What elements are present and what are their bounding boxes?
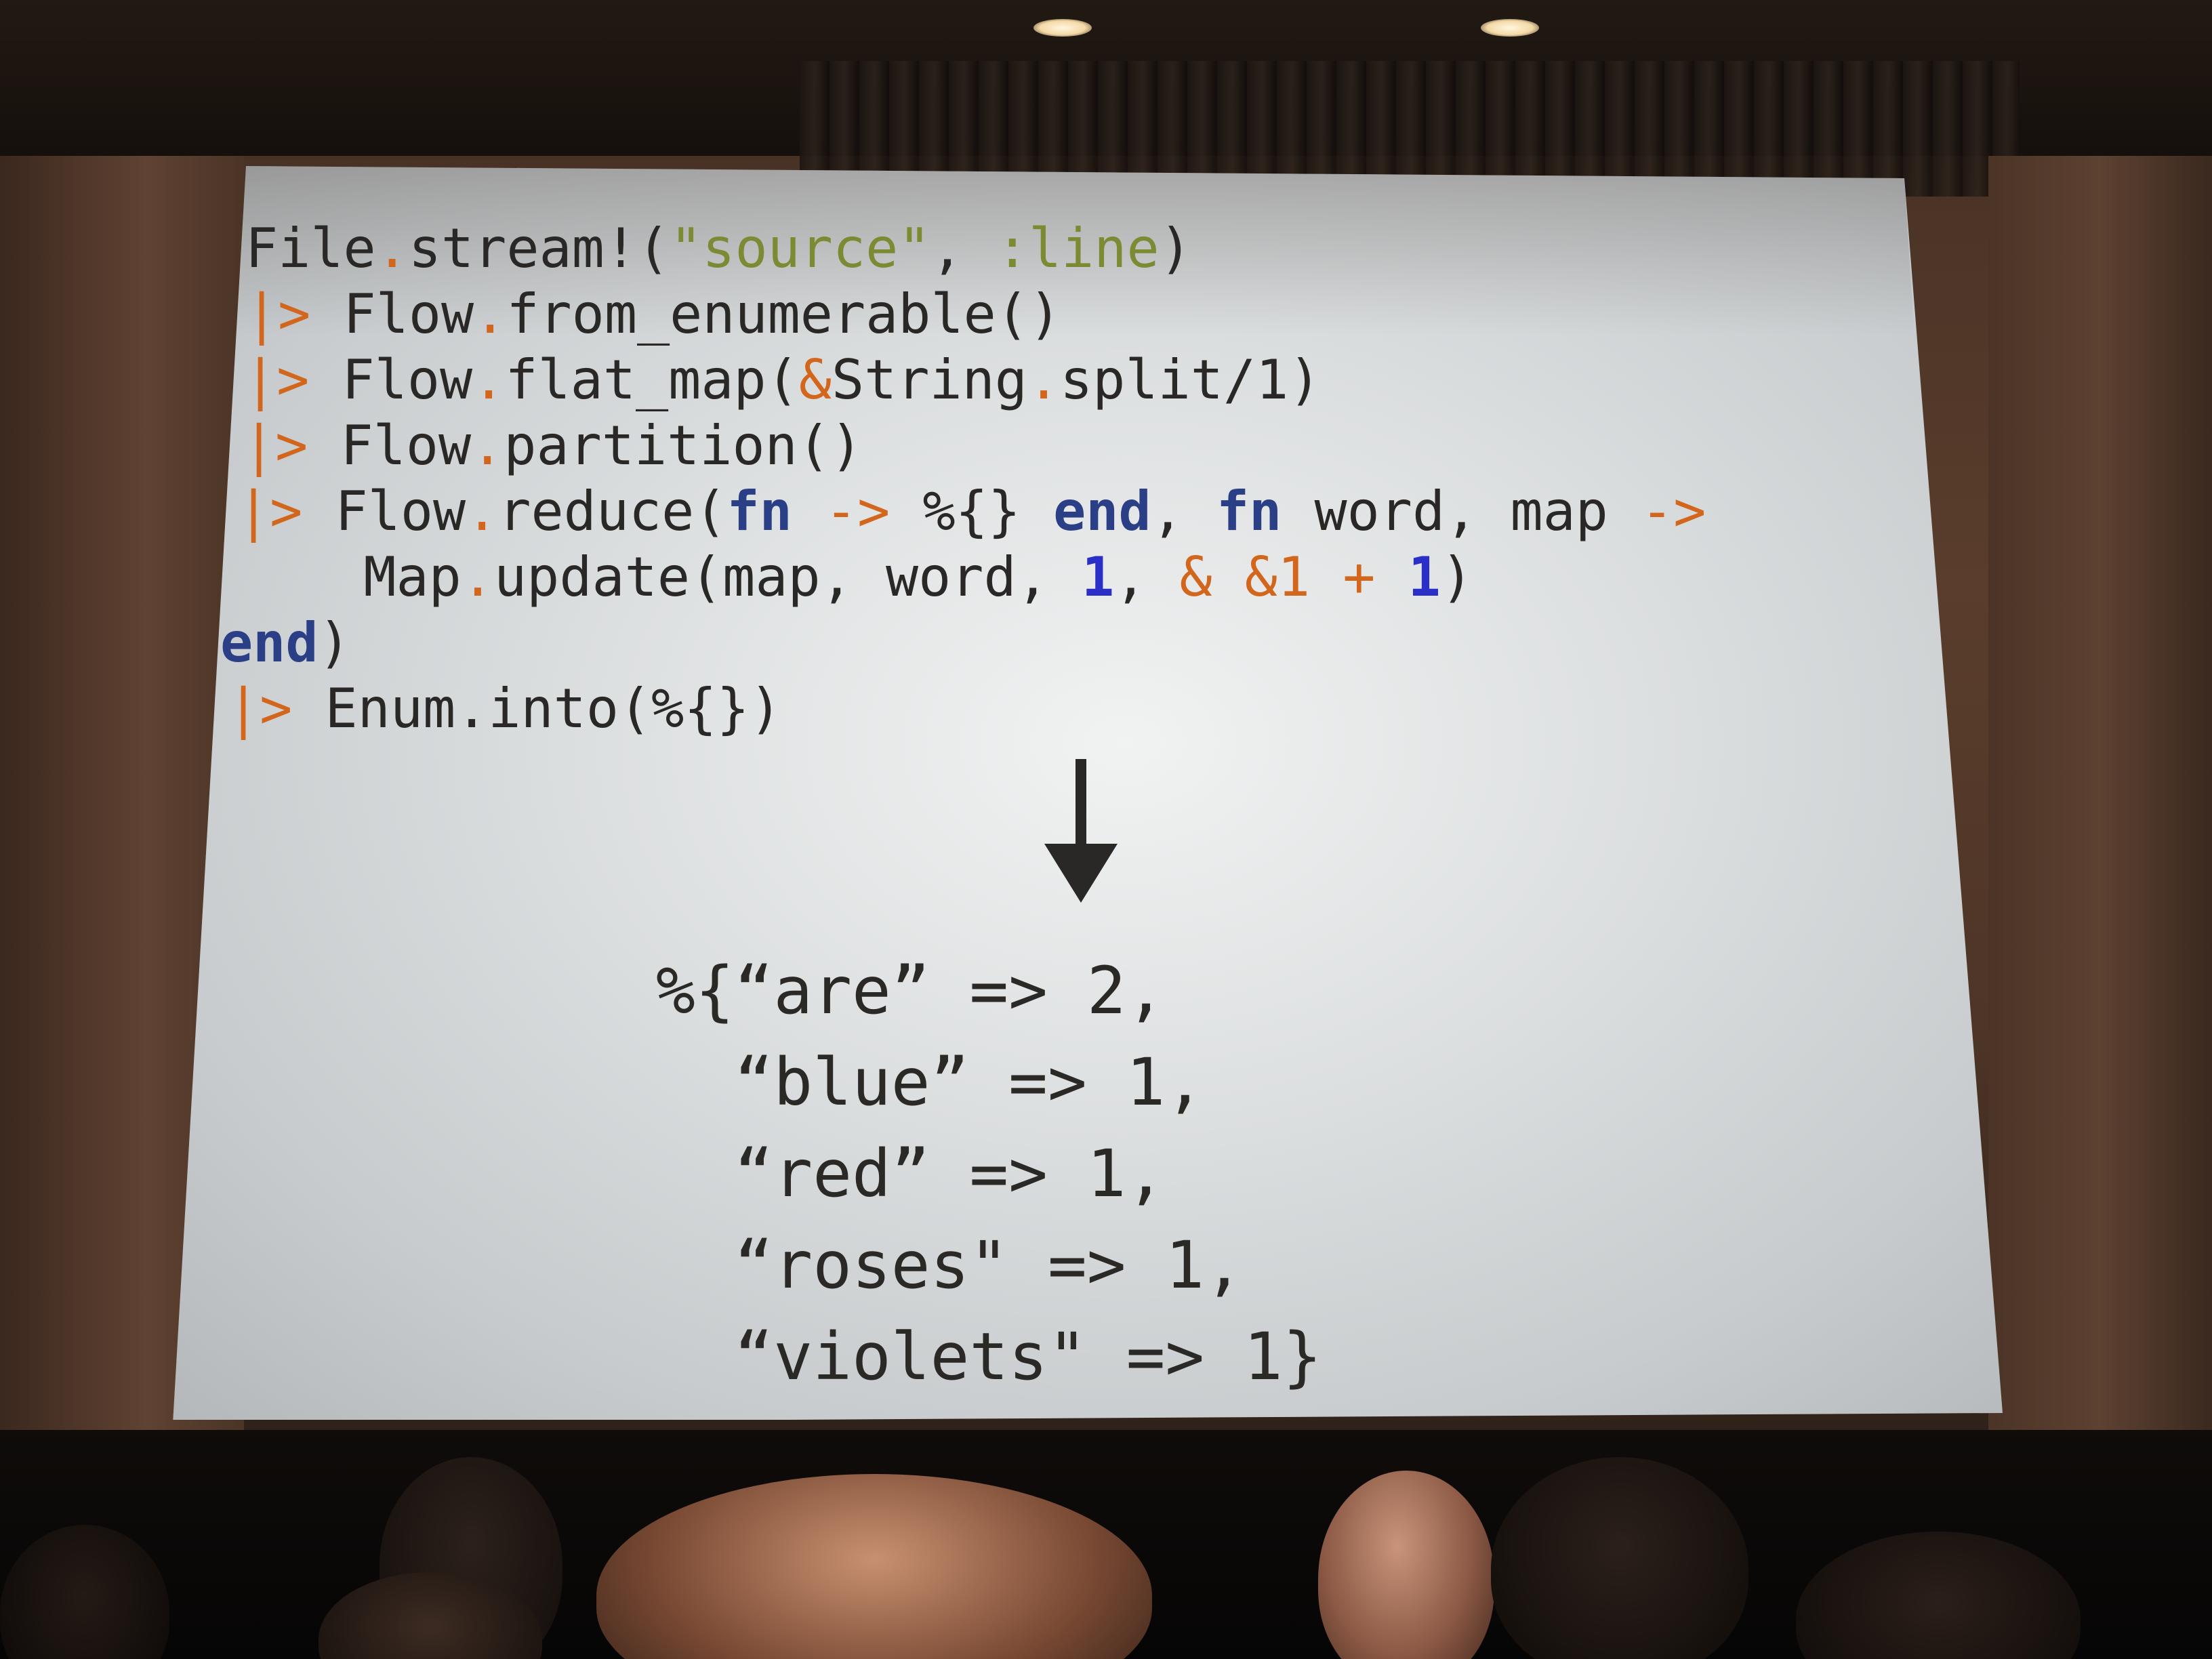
code-line: |> Enum.into(%{}) <box>227 676 782 742</box>
right-drape <box>1988 156 2212 1443</box>
result-line: “roses" => 1, <box>656 1227 1244 1303</box>
code-token: flat_map( <box>505 348 799 411</box>
code-token: |> <box>227 677 325 740</box>
code-token: fn <box>1216 480 1282 543</box>
code-token: . <box>1027 348 1061 411</box>
code-token: . <box>472 348 506 411</box>
code-token: partition() <box>504 414 863 477</box>
code-token: :line <box>996 217 1160 280</box>
audience-head <box>1318 1471 1494 1659</box>
code-token: Enum <box>325 677 456 740</box>
code-token: ) <box>1159 217 1192 280</box>
result-line: “red” => 1, <box>656 1136 1166 1212</box>
code-token: . <box>474 283 507 346</box>
code-token: . <box>471 414 504 477</box>
projection-screen <box>173 166 2003 1420</box>
code-line: |> Flow.from_enumerable() <box>245 281 1061 348</box>
code-token: . <box>466 480 499 543</box>
code-token: update(map, word, <box>494 546 1082 609</box>
code-token: %{} <box>890 480 1054 543</box>
code-token: fn <box>726 480 792 543</box>
code-line: |> Flow.partition() <box>243 413 863 479</box>
code-token: |> <box>237 480 335 543</box>
code-token: ) <box>318 611 351 674</box>
code-token: . <box>375 217 409 280</box>
code-token: end <box>220 611 319 674</box>
code-token: ) <box>1288 348 1322 411</box>
code-token: end <box>1053 480 1151 543</box>
code-line: File.stream!("source", :line) <box>245 216 1192 282</box>
code-token: |> <box>245 283 344 346</box>
code-token: , <box>930 217 996 280</box>
audience-head <box>0 1525 169 1659</box>
code-line: Map.update(map, word, 1, & &1 + 1) <box>298 544 1473 611</box>
code-token: Flow <box>342 348 473 411</box>
code-token: -> <box>1641 480 1706 543</box>
code-token: Flow <box>340 414 472 477</box>
code-line: |> Flow.flat_map(&String.split/1) <box>244 347 1321 413</box>
code-token: 1 <box>1081 546 1115 609</box>
code-token: + <box>1343 546 1376 609</box>
code-token: reduce( <box>498 480 727 543</box>
code-token: from_enumerable() <box>506 283 1062 346</box>
code-token: |> <box>243 414 341 477</box>
code-token: File <box>245 217 376 280</box>
result-line: %{“are” => 2, <box>656 953 1166 1029</box>
code-token: split/ <box>1060 348 1256 411</box>
code-token: |> <box>244 348 342 411</box>
down-arrow-icon <box>1044 759 1118 903</box>
code-token: ) <box>1440 546 1473 609</box>
screen-shadow <box>237 166 1914 335</box>
code-token: , <box>1114 546 1180 609</box>
code-line: |> Flow.reduce(fn -> %{} end, fn word, m… <box>237 478 1706 545</box>
result-line: “violets" => 1} <box>656 1319 1322 1395</box>
code-line: end) <box>220 610 351 676</box>
code-token: Map <box>298 546 462 609</box>
code-token: Flow <box>343 283 474 346</box>
code-token: & <box>798 348 832 411</box>
code-token: . <box>455 677 489 740</box>
code-token: word, map <box>1282 480 1641 543</box>
audience-head <box>1491 1457 1748 1659</box>
code-token: . <box>461 546 494 609</box>
ceiling-light <box>1481 19 1539 37</box>
code-token: Flow <box>335 480 466 543</box>
code-token: &1 <box>1244 546 1311 609</box>
audience-head <box>596 1474 1152 1659</box>
ceiling-light <box>1033 19 1092 37</box>
code-token: into(%{}) <box>488 677 782 740</box>
code-token: & <box>1179 546 1212 609</box>
code-token: stream!( <box>408 217 670 280</box>
code-token: -> <box>824 480 890 543</box>
code-token: 1 <box>1408 546 1441 609</box>
code-token: String <box>831 348 1027 411</box>
code-token: 1 <box>1256 348 1289 411</box>
code-token: , <box>1151 480 1216 543</box>
code-token: "source" <box>670 217 931 280</box>
result-line: “blue” => 1, <box>656 1044 1205 1120</box>
